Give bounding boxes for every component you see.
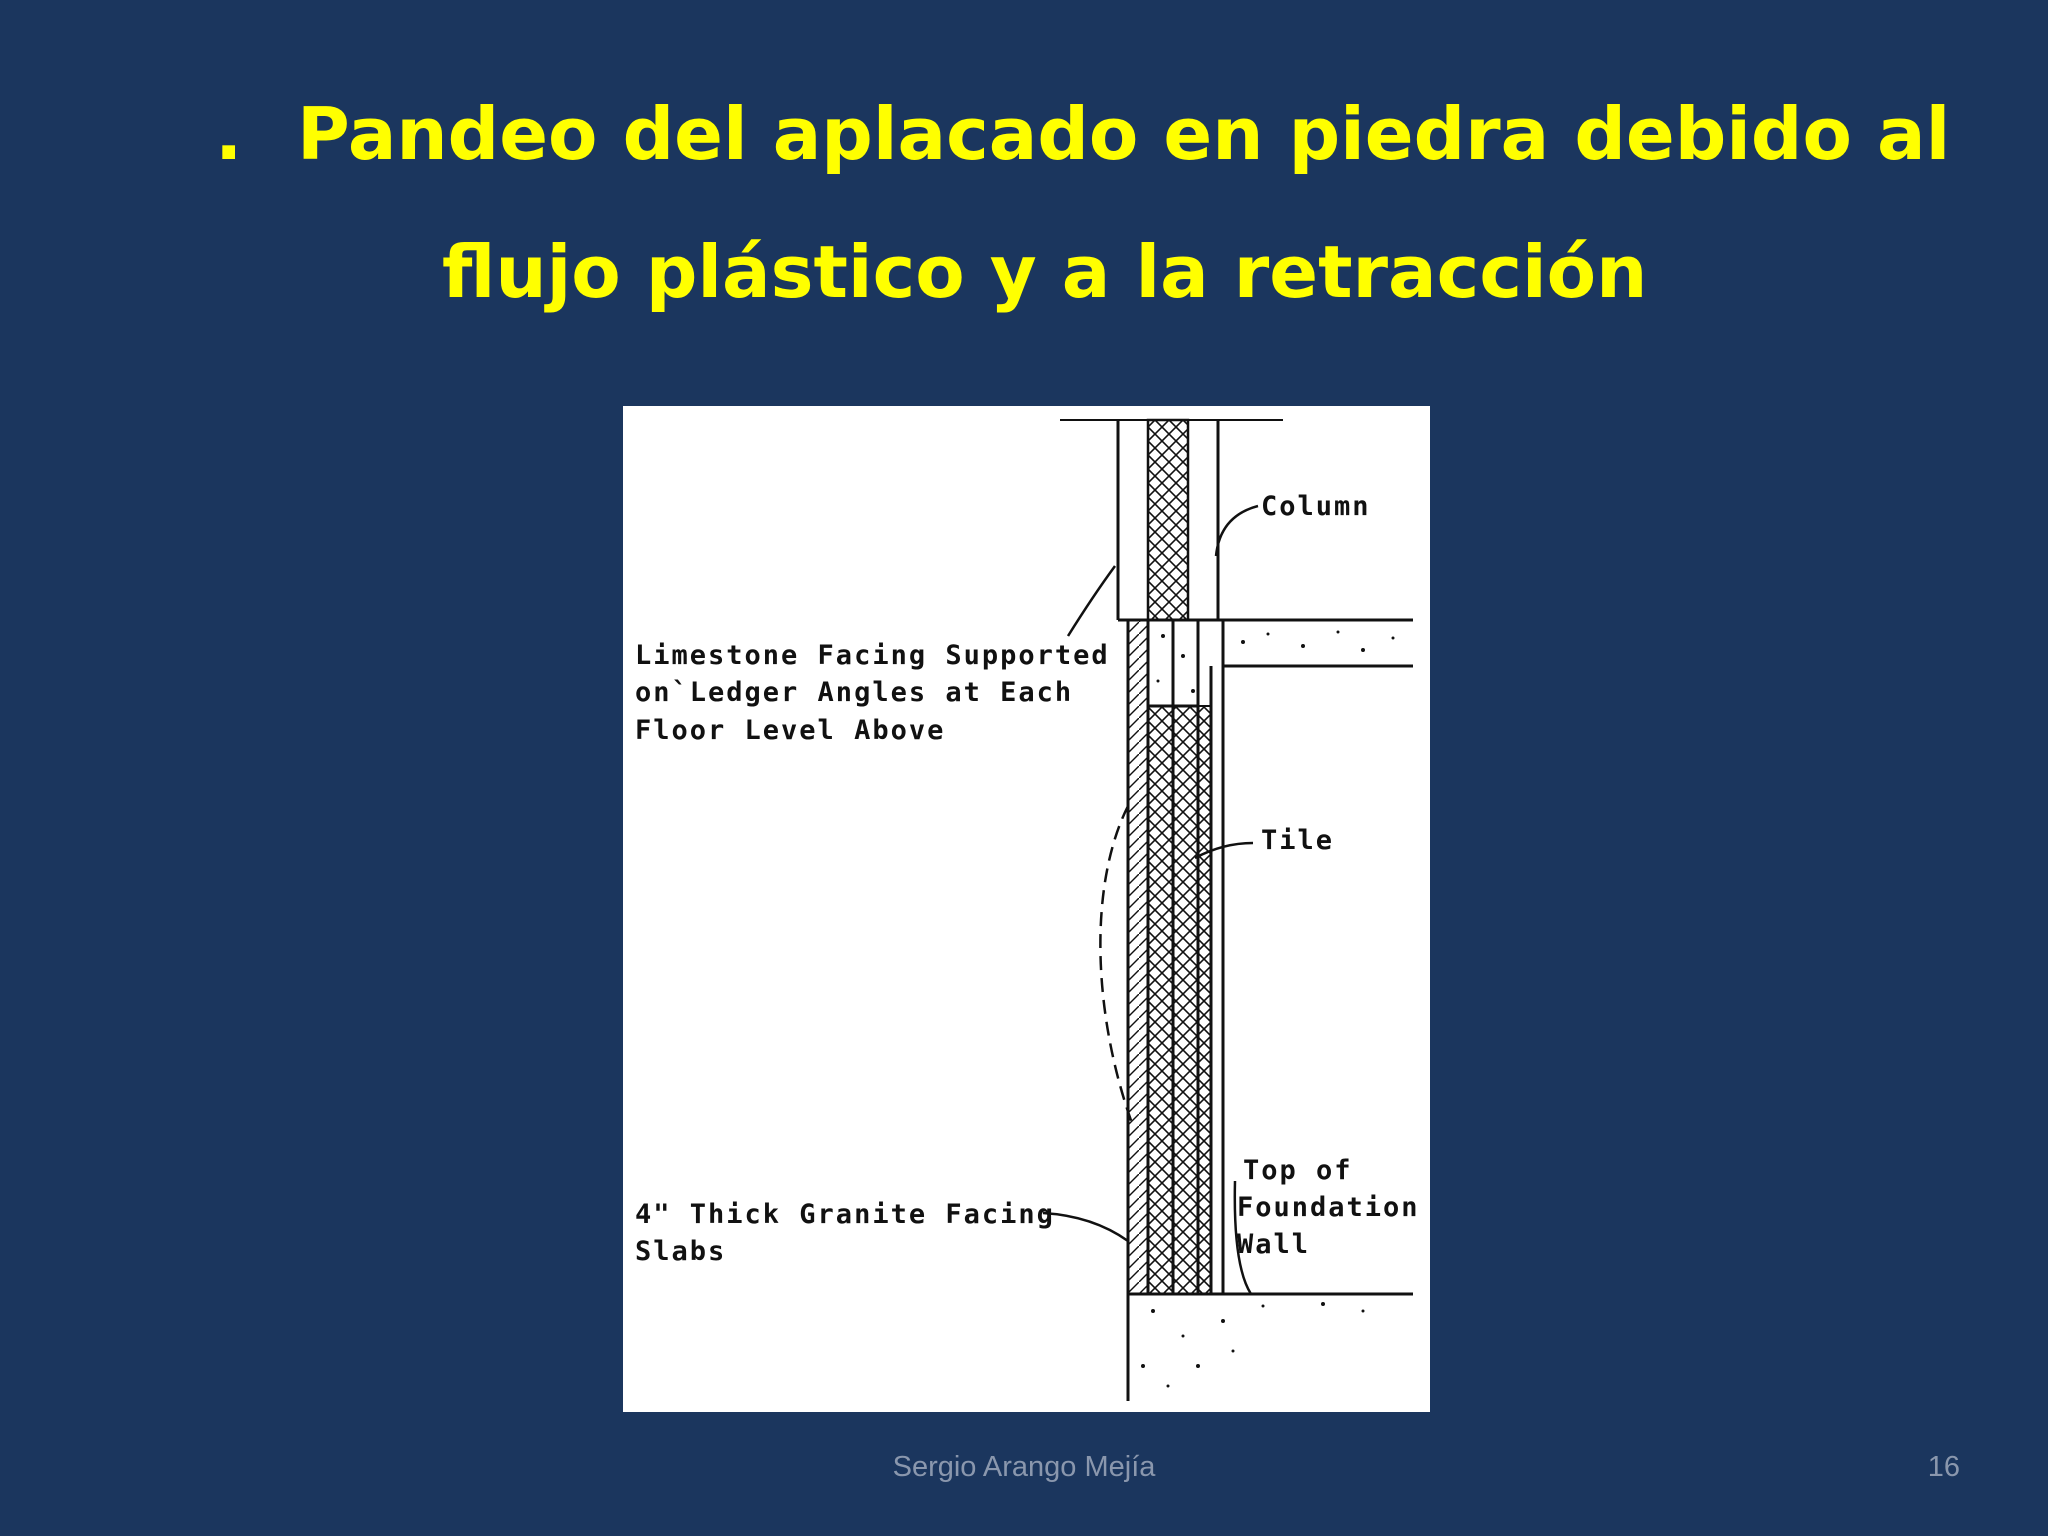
tile-hatch [1172,705,1212,1295]
concrete-speckle [1141,630,1395,1388]
slide-title-line-2: flujo plástico y a la retracción [442,230,1648,314]
page-number: 16 [1927,1451,1960,1483]
footer-author: Sergio Arango Mejía [892,1451,1156,1483]
facing-hatch [1128,620,1148,1294]
wall-section-drawing: Column Limestone Facing Supported on`Led… [635,418,1420,1401]
label-limestone-line-1: Limestone Facing Supported [635,640,1110,671]
label-foundation-line-2: Foundation [1237,1192,1420,1223]
title-bullet: . [215,92,243,176]
slide-title-line-1: .Pandeo del aplacado en piedra debido al [215,98,1950,170]
label-foundation-line-1: Top of [1243,1155,1353,1186]
column-core-hatch [1146,418,1190,622]
label-granite-line-2: Slabs [635,1236,726,1267]
label-foundation-line-3: Wall [1237,1229,1310,1260]
wall-core-hatch [1147,705,1174,1295]
wall-section-diagram: Column Limestone Facing Supported on`Led… [623,406,1430,1412]
label-limestone-line-2: on`Ledger Angles at Each [635,677,1073,708]
label-column: Column [1261,491,1371,522]
title-text-line-1: Pandeo del aplacado en piedra debido al [297,92,1951,176]
label-limestone-line-3: Floor Level Above [635,715,945,746]
leader-lines [1042,504,1259,1295]
label-granite-line-1: 4" Thick Granite Facing [635,1199,1055,1230]
label-tile: Tile [1261,825,1334,856]
